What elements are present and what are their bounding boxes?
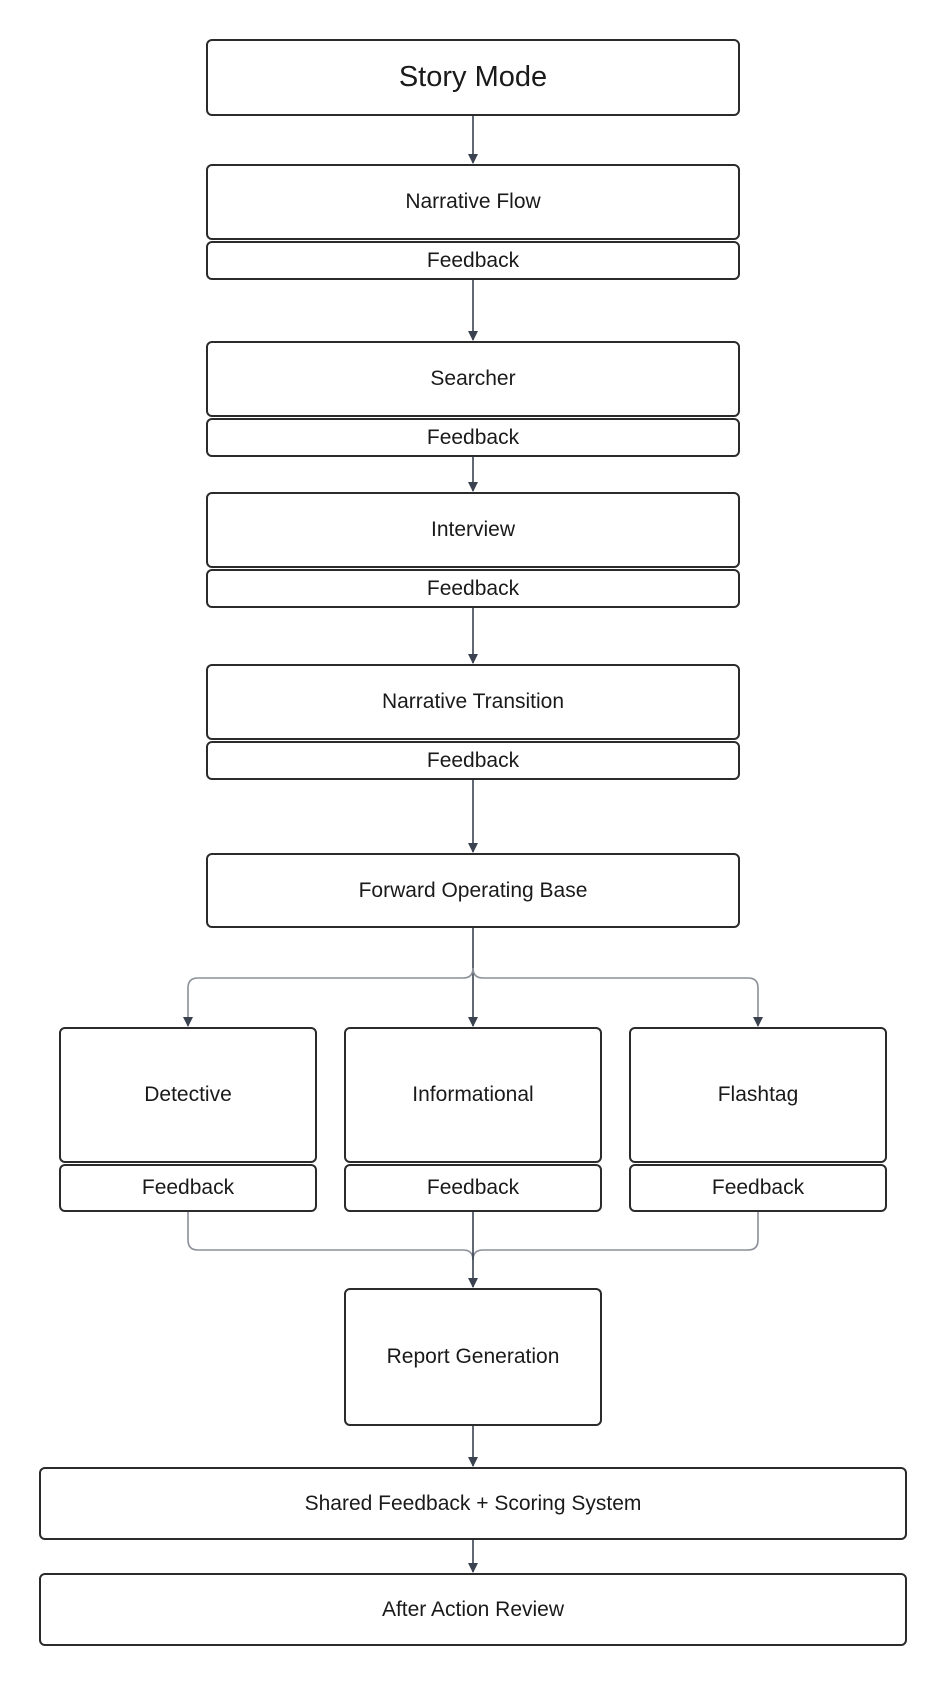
searcher-node: Searcher	[206, 341, 740, 417]
flashtag-node: Flashtag	[629, 1027, 887, 1163]
arrow-base-to-flashtag	[472, 967, 763, 1027]
report-generation-node: Report Generation	[344, 1288, 602, 1426]
narrative-flow-feedback: Feedback	[206, 241, 740, 280]
informational-feedback: Feedback	[344, 1164, 602, 1212]
narrative-transition-node: Narrative Transition	[206, 664, 740, 740]
shared-feedback-scoring-node: Shared Feedback + Scoring System	[39, 1467, 907, 1540]
after-action-review-node: After Action Review	[39, 1573, 907, 1646]
searcher-feedback: Feedback	[206, 418, 740, 457]
narrative-transition-feedback: Feedback	[206, 741, 740, 780]
informational-node: Informational	[344, 1027, 602, 1163]
connector-flashtag-to-merge	[472, 1212, 759, 1261]
detective-node: Detective	[59, 1027, 317, 1163]
forward-operating-base-node: Forward Operating Base	[206, 853, 740, 928]
interview-feedback: Feedback	[206, 569, 740, 608]
story-mode-node: Story Mode	[206, 39, 740, 116]
arrow-base-to-detective	[183, 967, 474, 1027]
narrative-flow-node: Narrative Flow	[206, 164, 740, 240]
connector-detective-to-merge	[187, 1212, 474, 1261]
interview-node: Interview	[206, 492, 740, 568]
detective-feedback: Feedback	[59, 1164, 317, 1212]
flashtag-feedback: Feedback	[629, 1164, 887, 1212]
